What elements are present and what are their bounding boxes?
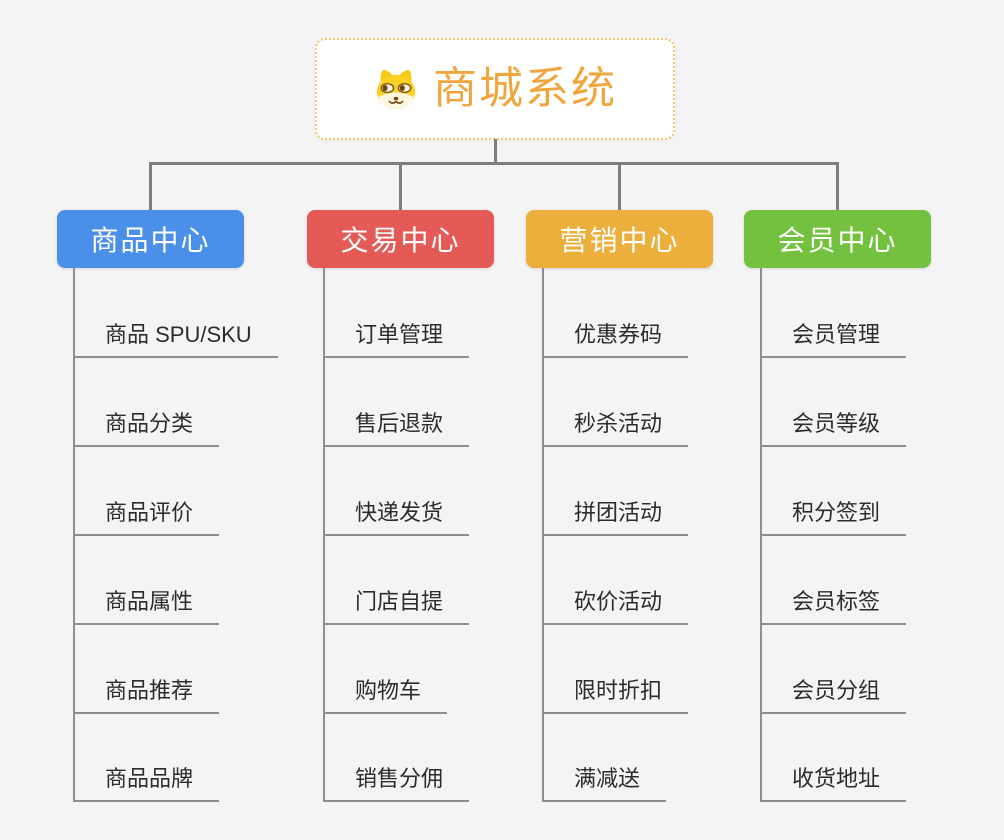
connector-drop-4 xyxy=(836,162,839,210)
node-item[interactable]: 积分签到 xyxy=(762,498,907,536)
node-item[interactable]: 会员管理 xyxy=(762,320,907,358)
root-title: 商城系统 xyxy=(433,64,617,113)
connector-drop-3 xyxy=(618,162,621,210)
branch-trade-center[interactable]: 交易中心 xyxy=(307,210,494,268)
node-item[interactable]: 销售分佣 xyxy=(325,764,470,802)
connector-drop-2 xyxy=(399,162,402,210)
node-item[interactable]: 订单管理 xyxy=(325,320,470,358)
node-item[interactable]: 售后退款 xyxy=(325,409,470,447)
node-item[interactable]: 优惠券码 xyxy=(544,320,689,358)
connector-horizontal-bar xyxy=(149,162,839,165)
branch-items-spine: 商品 SPU/SKU 商品分类 商品评价 商品属性 商品推荐 商品品牌 xyxy=(73,268,305,802)
branch-column-marketing: 营销中心 优惠券码 秒杀活动 拼团活动 砍价活动 限时折扣 满减送 xyxy=(526,210,713,810)
node-item[interactable]: 商品分类 xyxy=(75,409,220,447)
branch-label: 交易中心 xyxy=(340,225,461,256)
connector-root-stem xyxy=(494,139,497,164)
branch-product-center[interactable]: 商品中心 xyxy=(57,210,244,268)
node-item[interactable]: 会员等级 xyxy=(762,409,907,447)
dog-face-icon xyxy=(376,69,416,110)
branch-column-product: 商品中心 商品 SPU/SKU 商品分类 商品评价 商品属性 商品推荐 商品品牌 xyxy=(57,210,278,810)
branch-column-trade: 交易中心 订单管理 售后退款 快递发货 门店自提 购物车 销售分佣 xyxy=(307,210,494,810)
branch-label: 会员中心 xyxy=(777,225,898,256)
node-item[interactable]: 限时折扣 xyxy=(544,676,689,714)
branch-column-member: 会员中心 会员管理 会员等级 积分签到 会员标签 会员分组 收货地址 xyxy=(744,210,931,810)
node-item[interactable]: 商品评价 xyxy=(75,498,220,536)
node-item[interactable]: 商品属性 xyxy=(75,587,220,625)
node-item[interactable]: 门店自提 xyxy=(325,587,470,625)
node-item[interactable]: 商品 SPU/SKU xyxy=(75,320,278,358)
branch-label: 营销中心 xyxy=(559,225,680,256)
node-item[interactable]: 商品品牌 xyxy=(75,764,220,802)
node-item[interactable]: 会员分组 xyxy=(762,676,907,714)
root-node[interactable]: 商城系统 xyxy=(315,38,675,140)
branch-items-spine: 优惠券码 秒杀活动 拼团活动 砍价活动 限时折扣 满减送 xyxy=(542,268,774,802)
node-item[interactable]: 收货地址 xyxy=(762,764,907,802)
node-item[interactable]: 购物车 xyxy=(325,676,448,714)
branch-label: 商品中心 xyxy=(90,225,211,256)
node-item[interactable]: 砍价活动 xyxy=(544,587,689,625)
node-item[interactable]: 秒杀活动 xyxy=(544,409,689,447)
branch-items-spine: 会员管理 会员等级 积分签到 会员标签 会员分组 收货地址 xyxy=(760,268,992,802)
branch-items-spine: 订单管理 售后退款 快递发货 门店自提 购物车 销售分佣 xyxy=(323,268,555,802)
node-item[interactable]: 满减送 xyxy=(544,764,667,802)
node-item[interactable]: 会员标签 xyxy=(762,587,907,625)
branch-marketing-center[interactable]: 营销中心 xyxy=(526,210,713,268)
branch-member-center[interactable]: 会员中心 xyxy=(744,210,931,268)
node-item[interactable]: 商品推荐 xyxy=(75,676,220,714)
node-item[interactable]: 快递发货 xyxy=(325,498,470,536)
connector-drop-1 xyxy=(149,162,152,210)
node-item[interactable]: 拼团活动 xyxy=(544,498,689,536)
